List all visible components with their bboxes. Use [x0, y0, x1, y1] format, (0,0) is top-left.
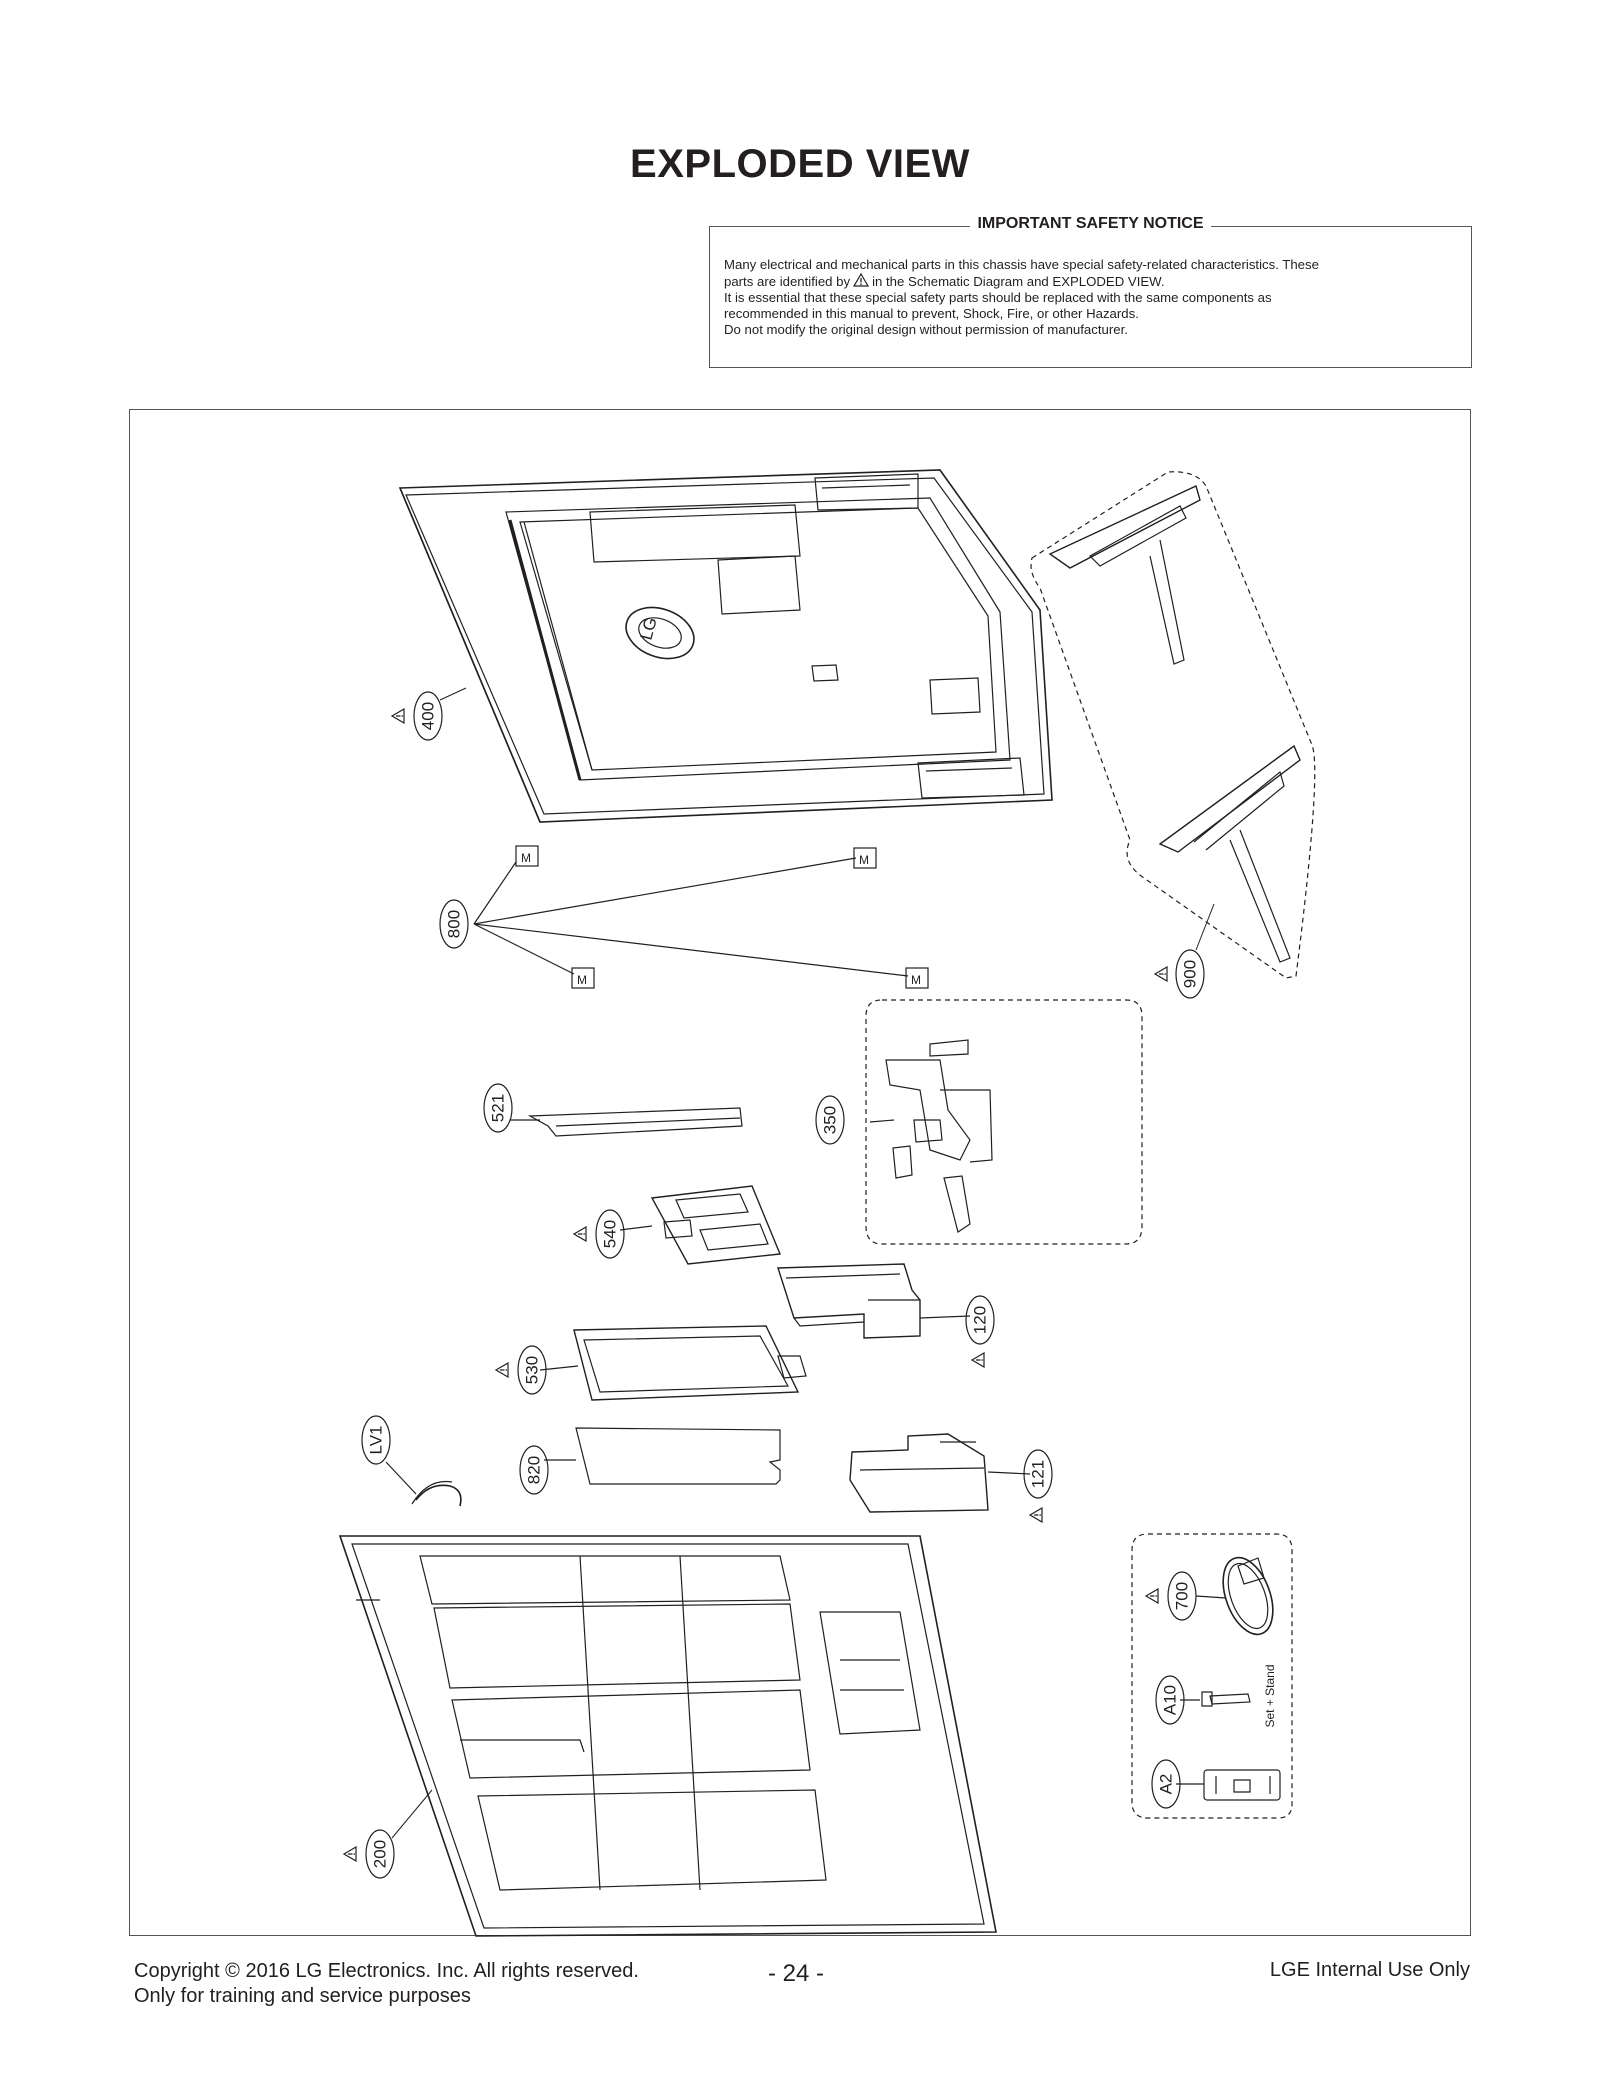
part-label-400: 400	[419, 702, 438, 730]
notice-line-1: Many electrical and mechanical parts in …	[724, 257, 1319, 272]
part-label-121: 121	[1029, 1460, 1048, 1488]
warning-icon-900	[1154, 966, 1168, 982]
bracket-set-part-350	[865, 999, 1143, 1245]
footer-internal: LGE Internal Use Only	[1269, 1959, 1470, 1981]
part-label-350: 350	[821, 1106, 840, 1134]
warning-icon-120	[971, 1352, 985, 1368]
safety-notice-heading: IMPORTANT SAFETY NOTICE	[970, 215, 1211, 232]
warning-icon-121	[1029, 1507, 1043, 1523]
main-board-part-540	[619, 1185, 782, 1265]
power-unit-part-120	[777, 1263, 971, 1339]
part-label-820: 820	[525, 1456, 544, 1484]
warning-icon-200	[343, 1846, 357, 1862]
warning-icon-540	[573, 1226, 587, 1242]
part-label-521: 521	[489, 1094, 508, 1122]
notice-line-4: recommended in this manual to prevent, S…	[724, 306, 1139, 321]
accessory-group	[1131, 1533, 1293, 1819]
sheet-part-820	[544, 1427, 781, 1485]
part-label-540: 540	[601, 1220, 620, 1248]
motor-mark-4: M	[911, 973, 921, 987]
motor-mark-2: M	[859, 853, 869, 867]
page-title: EXPLODED VIEW	[630, 142, 970, 186]
part-label-a10: A10	[1161, 1685, 1180, 1715]
notice-line-5: Do not modify the original design withou…	[724, 322, 1128, 337]
footer-copyright-block: Copyright © 2016 LG Electronics. Inc. Al…	[134, 1959, 639, 2009]
safety-notice-body: Many electrical and mechanical parts in …	[724, 257, 1457, 338]
motor-mark-1: M	[521, 851, 531, 865]
part-label-lv1: LV1	[367, 1426, 386, 1455]
part-label-800: 800	[445, 910, 464, 938]
warning-triangle-icon	[853, 273, 870, 287]
brackets-part-800	[473, 845, 929, 989]
part-label-900: 900	[1181, 960, 1200, 988]
back-cover-part-400	[398, 469, 1053, 823]
footer-copyright: Copyright © 2016 LG Electronics. Inc. Al…	[134, 1960, 639, 1982]
footer-purpose: Only for training and service purposes	[134, 1985, 471, 2007]
part-label-a2: A2	[1157, 1774, 1176, 1795]
part-label-200: 200	[371, 1840, 390, 1868]
notice-line-3: It is essential that these special safet…	[724, 290, 1272, 305]
part-label-120: 120	[971, 1306, 990, 1334]
rail-part-521	[510, 1107, 743, 1137]
warning-icon-530	[495, 1362, 509, 1378]
safety-notice: IMPORTANT SAFETY NOTICE Many electrical …	[709, 215, 1472, 368]
chassis-part-200	[338, 1535, 997, 1937]
part-label-700: 700	[1173, 1582, 1192, 1610]
stand-part-900	[1030, 471, 1316, 979]
exploded-view-frame	[129, 409, 1471, 1936]
lg-logo: LG	[637, 615, 661, 642]
warning-icon-400	[391, 708, 405, 724]
board-part-530	[539, 1325, 807, 1401]
warning-icon-700	[1145, 1588, 1159, 1604]
motor-mark-3: M	[577, 973, 587, 987]
set-stand-label: Set + Stand	[1263, 1664, 1277, 1727]
part-label-530: 530	[523, 1356, 542, 1384]
page-number: - 24 -	[768, 1960, 825, 1987]
cable-part-lv1	[385, 1461, 462, 1507]
unit-part-121	[849, 1433, 1031, 1513]
